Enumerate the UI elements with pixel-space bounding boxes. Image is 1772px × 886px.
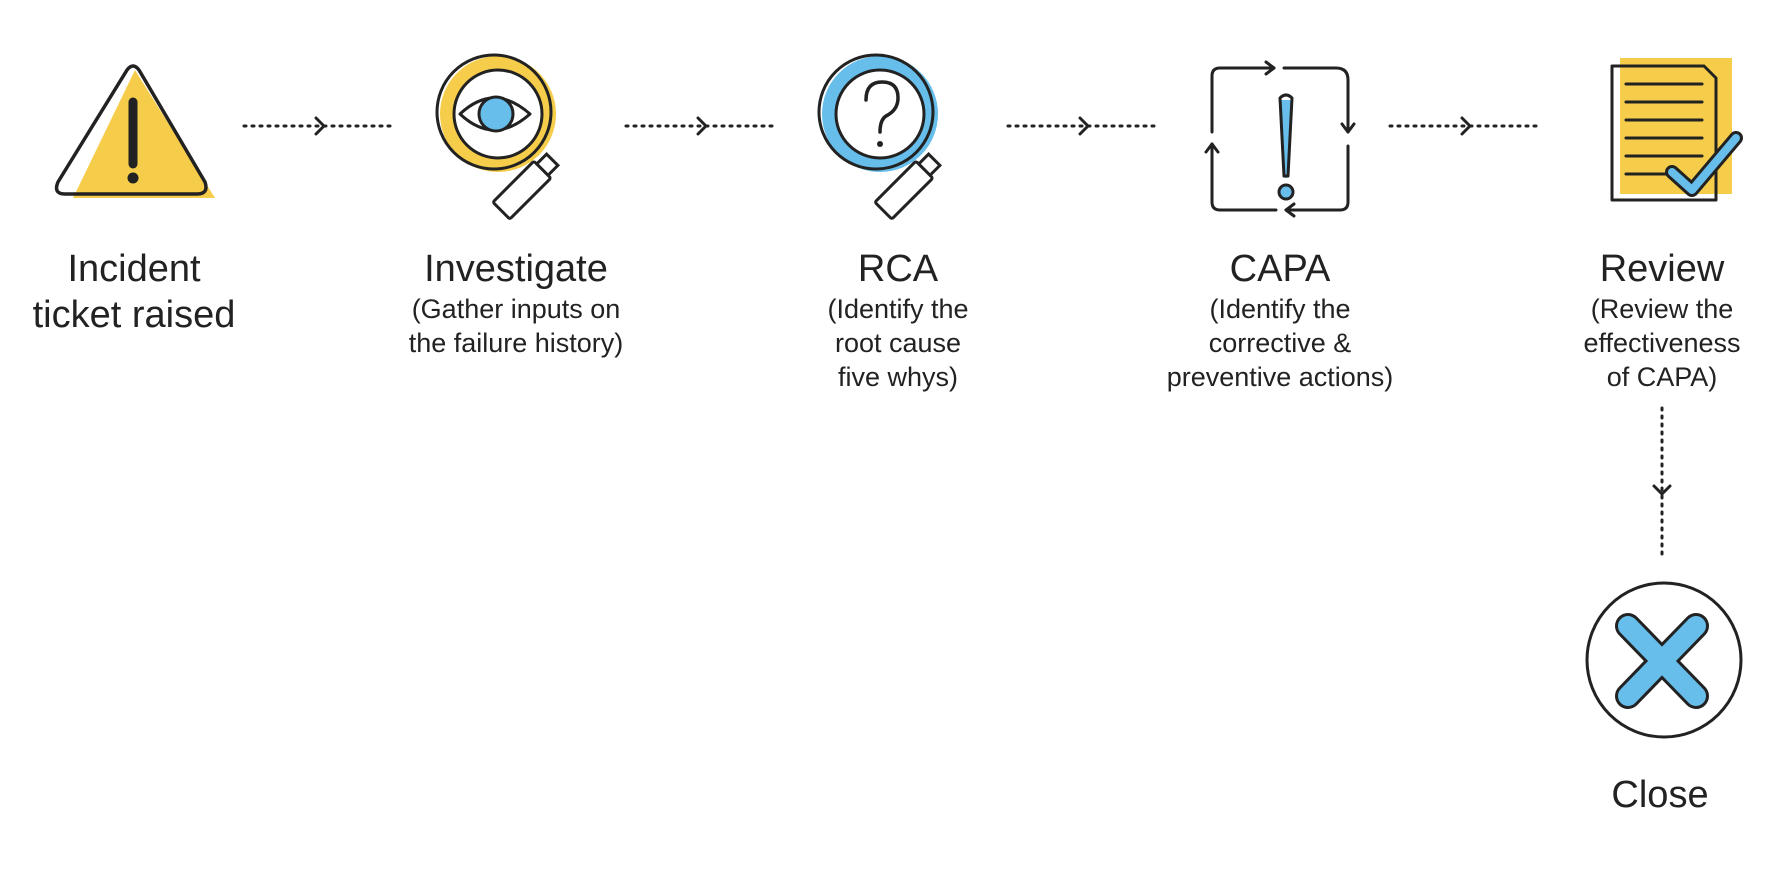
step-title-line: ticket raised xyxy=(32,294,236,336)
step-description-line: (Identify the xyxy=(827,294,969,324)
magnifier-eye-icon xyxy=(435,53,596,220)
step-investigate: Investigate (Gather inputs on the failur… xyxy=(409,246,624,360)
step-title: CAPA xyxy=(1229,248,1331,290)
connector-arrow-1 xyxy=(242,114,398,138)
step-description-line: (Identify the xyxy=(1209,294,1351,324)
connector-arrow-5 xyxy=(1650,406,1674,562)
step-description-line: (Gather inputs on xyxy=(411,294,621,324)
magnifier-question-icon xyxy=(817,53,978,220)
step-title: RCA xyxy=(857,248,939,290)
step-description-line: five whys) xyxy=(837,362,959,392)
checklist-document-icon xyxy=(1608,54,1748,204)
step-description-line: corrective & xyxy=(1208,328,1352,358)
step-incident: Incident ticket raised xyxy=(33,246,236,338)
step-capa: CAPA (Identify the corrective & preventi… xyxy=(1167,246,1394,394)
step-rca: RCA (Identify the root cause five whys) xyxy=(827,246,968,394)
step-description-line: root cause xyxy=(834,328,962,358)
step-title: Close xyxy=(1611,774,1709,816)
step-description: (Identify the root cause five whys) xyxy=(827,292,968,394)
step-description: (Identify the corrective & preventive ac… xyxy=(1167,292,1394,394)
connector-arrow-4 xyxy=(1388,114,1544,138)
step-title: Investigate xyxy=(424,248,608,290)
close-circle-icon xyxy=(1584,580,1744,740)
step-description-line: preventive actions) xyxy=(1166,362,1394,392)
step-description: (Review the effectiveness of CAPA) xyxy=(1583,292,1740,394)
step-description-line: (Review the xyxy=(1590,294,1734,324)
step-description-line: the failure history) xyxy=(408,328,624,358)
step-title-line: Incident xyxy=(67,248,201,290)
step-review: Review (Review the effectiveness of CAPA… xyxy=(1583,246,1740,394)
warning-triangle-icon xyxy=(54,60,215,200)
step-title: Review xyxy=(1599,248,1725,290)
step-description-line: effectiveness xyxy=(1583,328,1741,358)
step-title: Incident ticket raised xyxy=(33,246,236,338)
connector-arrow-2 xyxy=(624,114,780,138)
step-description-line: of CAPA) xyxy=(1606,362,1718,392)
step-close: Close xyxy=(1611,772,1708,818)
cycle-exclamation-icon xyxy=(1204,60,1364,222)
step-description: (Gather inputs on the failure history) xyxy=(409,292,624,360)
connector-arrow-3 xyxy=(1006,114,1162,138)
